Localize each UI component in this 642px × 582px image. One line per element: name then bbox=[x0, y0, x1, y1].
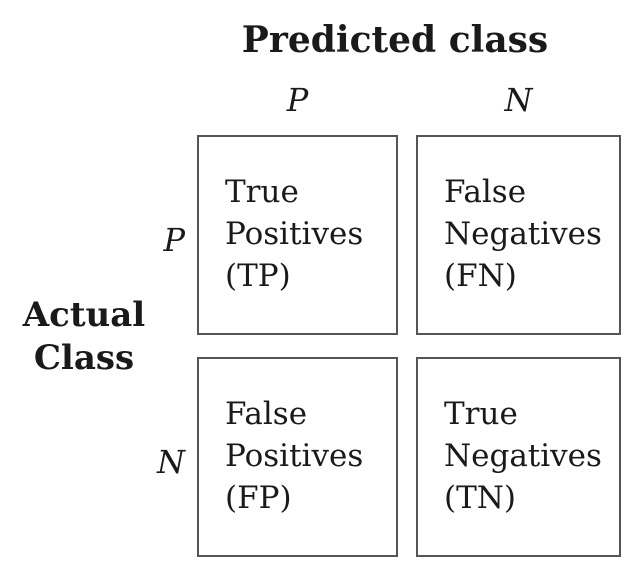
col-header-negative: N bbox=[504, 81, 533, 119]
cell-false-negatives-line2: Negatives bbox=[444, 216, 602, 252]
cell-true-negatives: True Negatives (TN) bbox=[416, 357, 621, 557]
cell-true-negatives-line3: (TN) bbox=[444, 480, 516, 516]
predicted-class-axis-title: Predicted class bbox=[241, 19, 549, 61]
cell-true-positives: True Positives (TP) bbox=[197, 135, 398, 335]
cell-true-negatives-line1: True bbox=[444, 396, 518, 432]
cell-true-negatives-line2: Negatives bbox=[444, 438, 602, 474]
row-header-negative: N bbox=[157, 443, 185, 481]
cell-true-positives-line2: Positives bbox=[225, 216, 364, 252]
row-header-positive: P bbox=[163, 221, 185, 259]
actual-class-axis-title-line2: Class bbox=[33, 338, 135, 378]
cell-false-negatives-line1: False bbox=[444, 174, 527, 210]
cell-false-positives-line3: (FP) bbox=[225, 480, 292, 516]
cell-true-positives-line1: True bbox=[225, 174, 299, 210]
cell-false-negatives: False Negatives (FN) bbox=[416, 135, 621, 335]
cell-false-positives: False Positives (FP) bbox=[197, 357, 398, 557]
cell-true-positives-line3: (TP) bbox=[225, 258, 291, 294]
actual-class-axis-title-line1: Actual bbox=[22, 295, 146, 335]
actual-class-axis-title: Actual Class bbox=[8, 294, 160, 380]
col-header-positive: P bbox=[286, 81, 309, 119]
cell-false-positives-line2: Positives bbox=[225, 438, 364, 474]
cell-false-negatives-line3: (FN) bbox=[444, 258, 517, 294]
cell-false-positives-line1: False bbox=[225, 396, 308, 432]
